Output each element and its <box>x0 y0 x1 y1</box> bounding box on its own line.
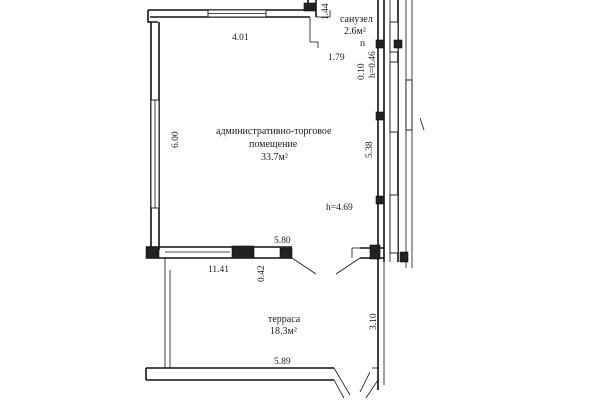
wall-blocks <box>145 2 409 263</box>
dim-terrace-width: 5.89 <box>274 357 291 367</box>
window-right-top <box>389 21 413 254</box>
dim-right-height: 5.38 <box>365 141 375 158</box>
terrace-walls <box>145 258 385 399</box>
office-area: 33.7м² <box>261 152 288 163</box>
window-left <box>150 99 160 209</box>
dim-bath-small: 0.10 <box>357 63 367 80</box>
dim-wall-thickness: 0.42 <box>257 265 267 282</box>
dim-total-width: 11.41 <box>208 265 229 275</box>
bathroom-name: санузел <box>340 14 373 25</box>
entrance-door <box>291 247 361 275</box>
window-top <box>207 9 267 18</box>
dim-bath-n: п <box>360 39 365 49</box>
dim-ceiling-height: h=4.69 <box>326 203 353 213</box>
terrace-name: терраса <box>268 314 301 325</box>
terrace-area: 18.3м² <box>270 326 297 337</box>
dim-terrace-height: 3.10 <box>369 313 379 330</box>
office-name-line2: помещение <box>249 139 298 150</box>
dim-top-width: 4.01 <box>232 33 249 43</box>
dim-mid-width: 5.80 <box>274 236 291 246</box>
office-name-line1: административно-торговое <box>216 126 332 137</box>
dim-bath-height: 1.44 <box>321 3 331 20</box>
dim-bath-ceiling: h=0.46 <box>368 51 378 78</box>
bathroom-area: 2.6м² <box>344 26 366 37</box>
dim-bath-width: 1.79 <box>328 53 345 63</box>
dim-left-height: 6.00 <box>171 131 181 148</box>
